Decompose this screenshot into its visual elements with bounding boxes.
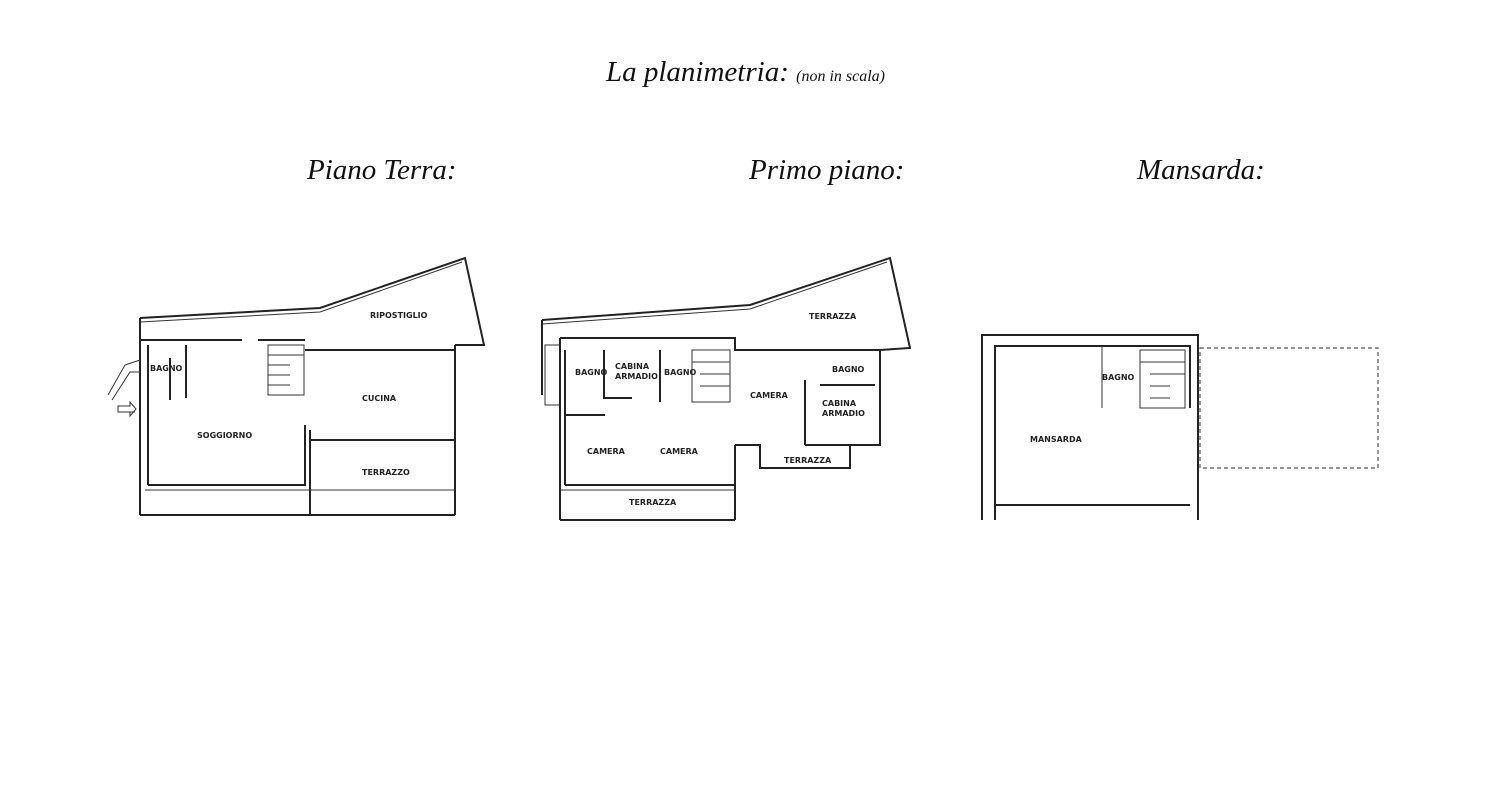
plan-piano-terra: RIPOSTIGLIO BAGNO CUCINA SOGGIORNO TERRA… bbox=[107, 256, 486, 516]
heading-mansarda: Mansarda: bbox=[1137, 154, 1265, 186]
room-label: CUCINA bbox=[362, 394, 397, 403]
room-label: CAMERA bbox=[750, 391, 789, 400]
page-title: La planimetria: (non in scala) bbox=[606, 56, 885, 89]
room-label: BAGNO bbox=[150, 364, 183, 373]
room-label: CABINA bbox=[822, 399, 857, 408]
heading-piano-terra: Piano Terra: bbox=[307, 154, 457, 186]
room-label: CAMERA bbox=[587, 447, 626, 456]
title-text: La planimetria: bbox=[606, 56, 789, 88]
plan-mansarda: BAGNO MANSARDA bbox=[981, 334, 1379, 520]
room-label: ARMADIO bbox=[822, 409, 865, 418]
room-label: SOGGIORNO bbox=[197, 431, 252, 440]
room-label: BAGNO bbox=[575, 368, 608, 377]
heading-primo-piano: Primo piano: bbox=[749, 154, 905, 186]
room-label: TERRAZZA bbox=[629, 498, 677, 507]
scale-note: (non in scala) bbox=[796, 68, 885, 85]
room-label: MANSARDA bbox=[1030, 435, 1083, 444]
room-label: CAMERA bbox=[660, 447, 699, 456]
room-label: TERRAZZO bbox=[362, 468, 410, 477]
plan-primo-piano: TERRAZZA BAGNO CABINA ARMADIO BAGNO CAME… bbox=[541, 256, 912, 521]
room-label: BAGNO bbox=[664, 368, 697, 377]
room-label: CABINA bbox=[615, 362, 650, 371]
room-label: BAGNO bbox=[832, 365, 865, 374]
room-label: ARMADIO bbox=[615, 372, 658, 381]
room-label: TERRAZZA bbox=[784, 456, 832, 465]
room-label: BAGNO bbox=[1102, 373, 1135, 382]
room-label: TERRAZZA bbox=[809, 312, 857, 321]
room-label: RIPOSTIGLIO bbox=[370, 311, 428, 320]
